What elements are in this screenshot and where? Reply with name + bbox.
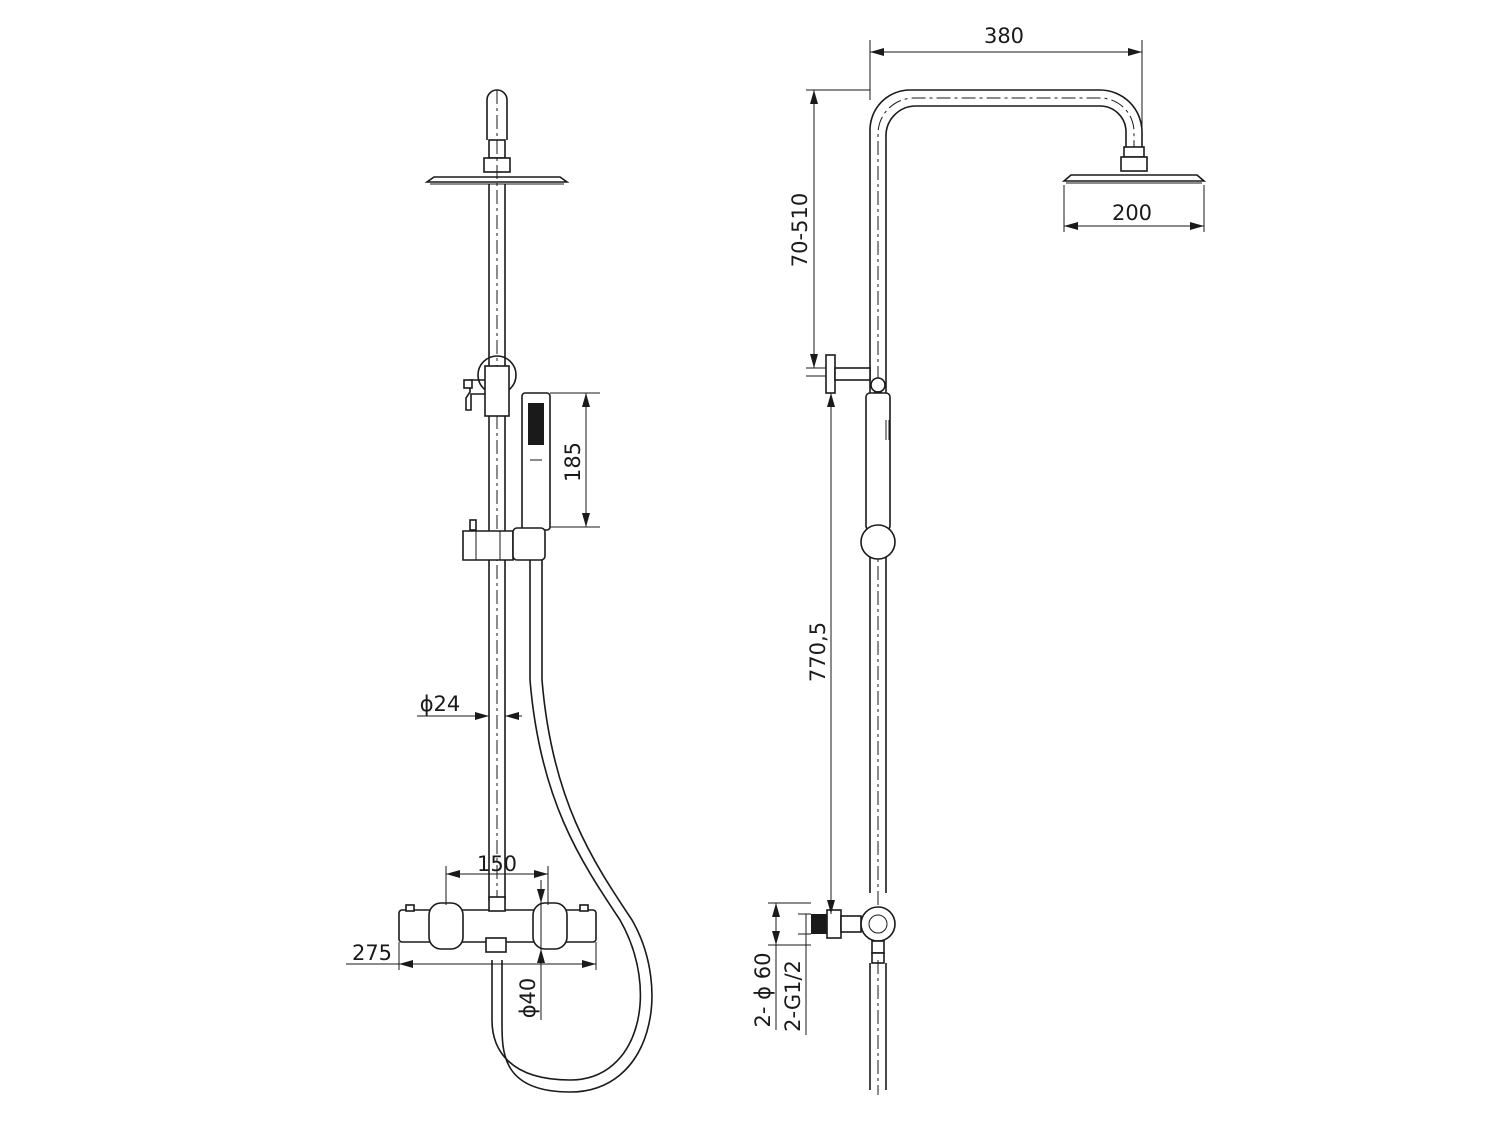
dim-rail-length: 770,5 (806, 622, 830, 682)
front-dimensions: 185 ϕ24 150 275 ϕ40 (346, 392, 600, 1020)
dim-valve-width: 275 (352, 941, 392, 965)
side-valve (811, 906, 896, 1095)
side-shower-head (1061, 146, 1207, 184)
front-view: 185 ϕ24 150 275 ϕ40 (346, 89, 653, 1093)
side-overhead-arm (869, 89, 1143, 905)
front-valve-body (398, 896, 597, 953)
side-dimensions: 380 200 70-510 770,5 2- ϕ (751, 24, 1205, 1035)
front-rail (488, 90, 506, 910)
dim-valve-centers: 150 (477, 852, 517, 876)
dim-outlet-diameter: 2- ϕ 60 (751, 953, 775, 1028)
side-view: 380 200 70-510 770,5 2- ϕ (751, 24, 1207, 1095)
dim-hand-shower-length: 185 (561, 442, 585, 482)
front-hand-shower (521, 392, 551, 531)
dim-arm-reach: 380 (984, 24, 1024, 48)
dim-height-adjust: 70-510 (788, 193, 812, 267)
front-hose (491, 560, 653, 1093)
front-wall-bracket (463, 355, 517, 417)
dim-thread: 2-G1/2 (781, 960, 805, 1032)
dim-rail-diameter: ϕ24 (420, 692, 461, 716)
dim-valve-diameter: ϕ40 (516, 978, 540, 1019)
front-slide-holder (462, 519, 546, 561)
dim-head-diameter: 200 (1112, 201, 1152, 225)
side-hand-shower (860, 392, 896, 560)
